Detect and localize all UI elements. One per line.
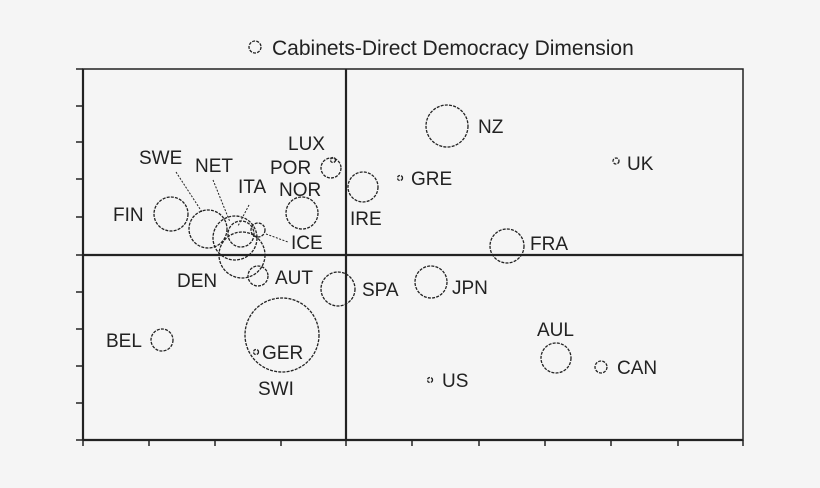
- label-CAN: CAN: [617, 358, 657, 379]
- bubble-AUT: [247, 265, 269, 287]
- y-ticks: [76, 68, 83, 441]
- label-NZ: NZ: [478, 117, 504, 138]
- bubble-IRE: [347, 171, 379, 203]
- label-IRE: IRE: [350, 209, 382, 230]
- legend-label: Cabinets-Direct Democracy Dimension: [272, 37, 634, 60]
- label-UK: UK: [627, 154, 654, 175]
- label-GER: GER: [262, 343, 303, 364]
- label-FIN: FIN: [113, 205, 144, 226]
- x-ticks: [82, 440, 744, 446]
- bubble-LUX: [329, 156, 337, 164]
- label-DEN: DEN: [177, 271, 217, 292]
- label-JPN: JPN: [452, 278, 488, 299]
- label-AUL: AUL: [537, 320, 574, 341]
- bubble-AUL: [540, 342, 572, 374]
- label-SPA: SPA: [362, 280, 399, 301]
- legend: Cabinets-Direct Democracy Dimension: [248, 37, 634, 60]
- bubble-CAN: [594, 360, 608, 374]
- label-LUX: LUX: [288, 134, 325, 155]
- bubble-FIN: [153, 196, 189, 232]
- leader-lines: [175, 171, 289, 243]
- label-AUT: AUT: [275, 268, 313, 289]
- label-FRA: FRA: [530, 234, 568, 255]
- label-BEL: BEL: [106, 331, 142, 352]
- bubble-JPN: [414, 265, 448, 299]
- label-SWI: SWI: [258, 379, 294, 400]
- label-ITA: ITA: [238, 177, 266, 198]
- bubble-SWE: [188, 209, 228, 249]
- bubble-NOR: [285, 196, 319, 230]
- label-ICE: ICE: [291, 233, 323, 254]
- bubble-GRE: [396, 174, 404, 182]
- label-NOR: NOR: [279, 180, 321, 201]
- bubble-FRA: [489, 228, 525, 264]
- bubble-GER: [252, 348, 260, 356]
- label-GRE: GRE: [411, 169, 452, 190]
- bubble-SPA: [320, 271, 356, 307]
- legend-circle-icon: [248, 40, 262, 54]
- label-NET: NET: [195, 156, 233, 177]
- bubble-ITA: [227, 220, 255, 248]
- bubble-SWI: [244, 297, 320, 373]
- bubble-UK: [612, 157, 620, 165]
- bubble-BEL: [150, 328, 174, 352]
- bubbles: [150, 104, 620, 384]
- bubble-NZ: [425, 104, 469, 148]
- point-labels: NZ UK GRE IRE LUX POR NOR FIN SWE NET IT…: [106, 117, 657, 400]
- bubble-POR: [320, 157, 342, 179]
- label-SWE: SWE: [139, 148, 182, 169]
- label-POR: POR: [270, 158, 311, 179]
- bubble-US: [426, 376, 434, 384]
- bubble-ICE: [250, 222, 266, 238]
- bubble-DEN: [218, 231, 266, 279]
- label-US: US: [442, 371, 468, 392]
